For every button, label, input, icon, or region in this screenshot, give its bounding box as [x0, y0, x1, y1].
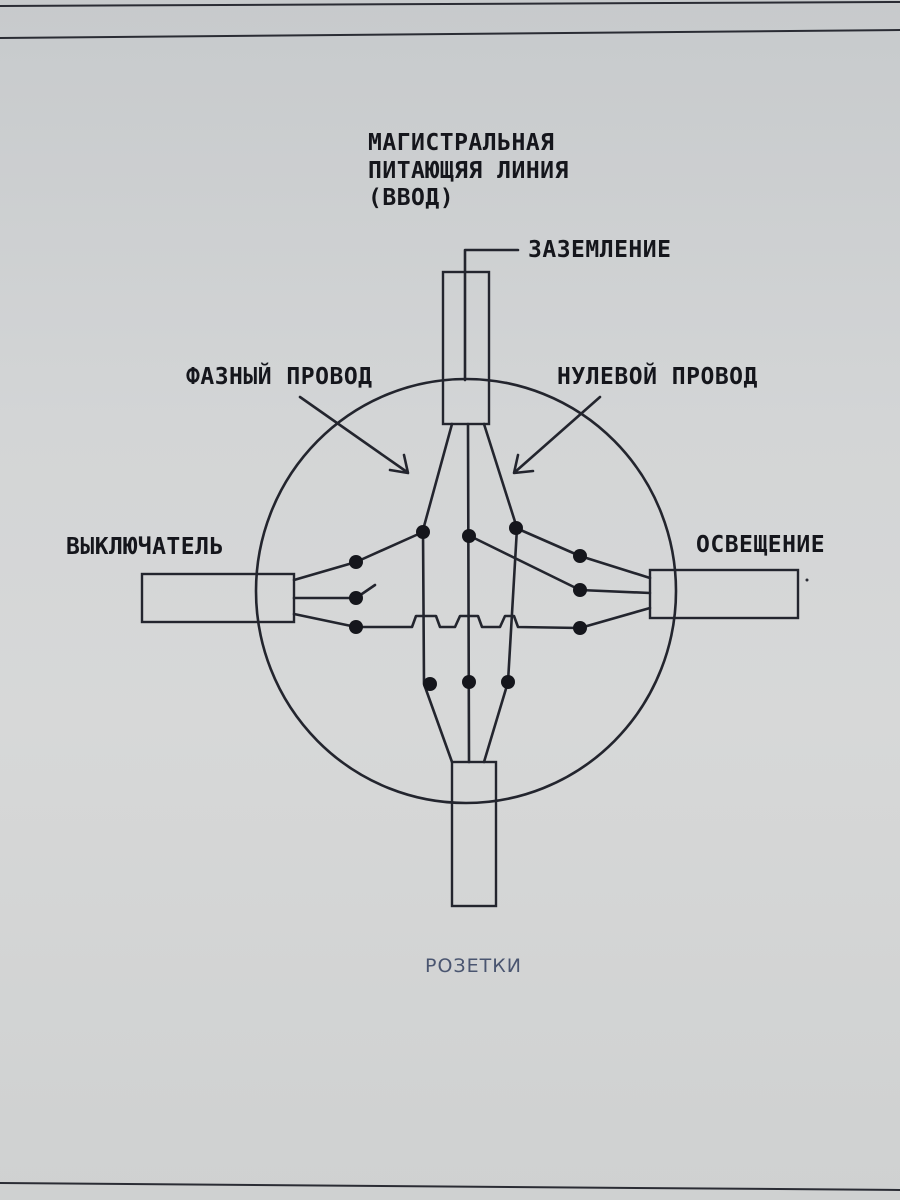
node-light-3: [573, 621, 587, 635]
switch-label: ВЫКЛЮЧАТЕЛЬ: [66, 534, 224, 560]
title-line-1: МАГИСТРАЛЬНАЯ: [368, 130, 555, 156]
connection-nodes: [349, 521, 587, 691]
neutral-wire-arrowhead: [512, 453, 535, 475]
lighting-label: ОСВЕЩЕНИЕ: [696, 532, 825, 558]
node-socket-phase: [423, 677, 437, 691]
switch-wire-3: [292, 612, 358, 629]
title-line-3: (ВВОД): [368, 185, 454, 211]
ground-label: ЗАЗЕМЛЕНИЕ: [528, 237, 671, 263]
frame-line-top-2: [0, 29, 900, 39]
switched-phase-bridge: [354, 614, 582, 630]
frame-line-bottom: [0, 1182, 900, 1191]
phase-wire-arrow: [298, 395, 409, 474]
node-switch-1: [349, 555, 363, 569]
stray-mark: [805, 578, 809, 582]
ground-wire: [466, 422, 471, 764]
node-ground-top: [462, 529, 476, 543]
node-light-2: [573, 583, 587, 597]
switch-box: [140, 572, 296, 624]
lighting-wire-2: [468, 534, 652, 595]
ground-leader: [463, 248, 520, 382]
title-line-2: ПИТАЮЩЯЯ ЛИНИЯ: [368, 158, 569, 184]
node-switch-2: [349, 591, 363, 605]
sockets-label: РОЗЕТКИ: [425, 955, 522, 977]
node-phase-top: [416, 525, 430, 539]
phase-wire: [421, 422, 454, 764]
lighting-wire-3: [578, 606, 652, 630]
node-light-1: [573, 549, 587, 563]
lighting-box: [648, 568, 800, 620]
node-switch-3: [349, 620, 363, 634]
neutral-wire: [482, 422, 519, 764]
phase-wire-arrowhead: [388, 453, 410, 475]
phase-wire-label: ФАЗНЫЙ ПРОВОД: [186, 362, 373, 390]
neutral-wire-label: НУЛЕВОЙ ПРОВОД: [557, 362, 758, 390]
node-socket-neutral: [501, 675, 515, 689]
node-socket-ground: [462, 675, 476, 689]
junction-box-circle: [254, 377, 678, 805]
node-neutral-top: [509, 521, 523, 535]
input-cable-box: [441, 270, 491, 426]
neutral-wire-arrow: [513, 395, 602, 474]
frame-line-top: [0, 1, 900, 7]
sockets-box: [450, 760, 498, 908]
